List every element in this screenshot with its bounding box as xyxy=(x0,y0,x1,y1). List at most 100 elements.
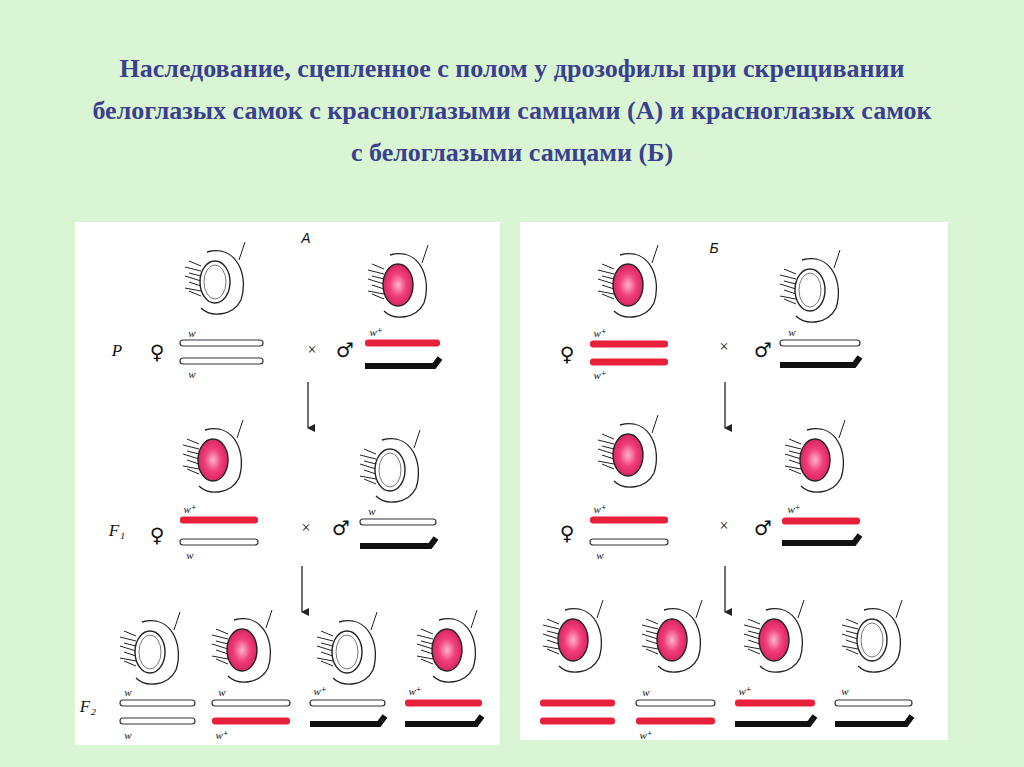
generation-arrow xyxy=(307,382,308,428)
eye-inner xyxy=(336,635,358,669)
x-chromosome-white xyxy=(120,718,195,724)
eye xyxy=(135,631,165,673)
x-chromosome-white xyxy=(590,539,668,545)
antenna xyxy=(798,600,804,618)
antenna xyxy=(652,245,658,263)
cross-sign: × xyxy=(719,339,728,355)
bristle xyxy=(368,279,384,284)
head-outline xyxy=(376,439,418,502)
allele-label: w⁺ xyxy=(369,327,382,338)
bristle xyxy=(360,476,376,479)
y-chromosome xyxy=(360,538,436,546)
red-eye-head xyxy=(212,610,272,682)
eye xyxy=(857,619,887,661)
bristle xyxy=(789,439,801,444)
bristle xyxy=(189,291,201,296)
allele-label: w xyxy=(186,550,193,561)
eye xyxy=(198,439,228,481)
eye-inner xyxy=(799,273,821,307)
white-eye-head xyxy=(780,250,840,322)
eye xyxy=(795,269,825,311)
bristle xyxy=(846,619,858,624)
eye xyxy=(332,631,362,673)
bristle xyxy=(417,656,433,659)
head-outline xyxy=(333,621,375,684)
bristle xyxy=(598,270,614,274)
bristle xyxy=(212,635,228,639)
head-outline xyxy=(760,609,802,672)
x-chromosome-white xyxy=(835,700,912,706)
bristle xyxy=(646,649,658,654)
bristle xyxy=(216,650,228,654)
bristle xyxy=(421,659,433,664)
x-chromosome-red xyxy=(405,700,482,707)
bristle xyxy=(602,464,614,469)
y-chromosome xyxy=(310,716,385,724)
sex-symbol: ♂ xyxy=(754,340,772,360)
antenna xyxy=(266,610,272,628)
eye xyxy=(613,264,643,306)
bristle xyxy=(784,281,796,284)
cross-sign: × xyxy=(307,342,316,358)
bristle xyxy=(321,643,333,646)
head-outline xyxy=(801,429,843,492)
generation-arrow xyxy=(724,382,725,428)
allele-label: w xyxy=(218,687,225,698)
head-outline xyxy=(433,619,475,682)
bristle xyxy=(212,656,228,659)
x-chromosome-white xyxy=(212,700,290,706)
bristle xyxy=(547,631,559,634)
panel-letter: Б xyxy=(709,241,718,255)
antenna xyxy=(237,420,243,438)
bristle xyxy=(543,646,559,649)
head-outline xyxy=(614,254,656,317)
bristle xyxy=(417,635,433,639)
bristle xyxy=(124,631,136,636)
bristle xyxy=(748,640,760,644)
bristle xyxy=(183,466,199,469)
bristle xyxy=(124,652,136,656)
bristle xyxy=(183,454,199,459)
bristle xyxy=(543,634,559,639)
eye xyxy=(759,619,789,661)
white-eye-head xyxy=(317,612,377,684)
bristle xyxy=(784,290,796,294)
head-outline xyxy=(199,429,241,492)
bristle xyxy=(744,634,760,639)
bristle xyxy=(846,649,858,654)
bristle xyxy=(846,631,858,634)
bristle xyxy=(543,625,559,629)
allele-label: w⁺ xyxy=(313,686,326,697)
generation-arrow xyxy=(301,566,302,612)
bristle xyxy=(189,273,201,276)
allele-label: w⁺ xyxy=(593,370,606,381)
x-chromosome-white xyxy=(310,700,385,706)
antenna xyxy=(696,600,702,618)
antenna xyxy=(239,242,245,260)
sex-symbol: ♂ xyxy=(754,518,772,538)
bristle xyxy=(183,445,199,449)
head-outline xyxy=(384,254,426,317)
bristle xyxy=(368,270,384,274)
red-eye-head xyxy=(744,600,804,672)
red-eye-head xyxy=(417,610,477,682)
bristle xyxy=(789,469,801,474)
allele-label: w xyxy=(124,687,131,698)
bristle xyxy=(842,634,858,639)
bristle xyxy=(120,658,136,661)
bristle xyxy=(598,461,614,464)
antenna xyxy=(422,245,428,263)
bristle xyxy=(185,288,201,291)
bristle xyxy=(602,455,614,459)
bristle xyxy=(602,294,614,299)
bristle xyxy=(744,646,760,649)
bristle xyxy=(602,276,614,279)
bristle xyxy=(598,291,614,294)
x-chromosome-white xyxy=(120,700,195,706)
bristle xyxy=(189,282,201,286)
eye xyxy=(613,434,643,476)
sex-symbol: ♀ xyxy=(560,344,575,364)
allele-label: w xyxy=(642,687,649,698)
head-outline xyxy=(858,609,900,672)
eye-inner xyxy=(204,265,226,299)
